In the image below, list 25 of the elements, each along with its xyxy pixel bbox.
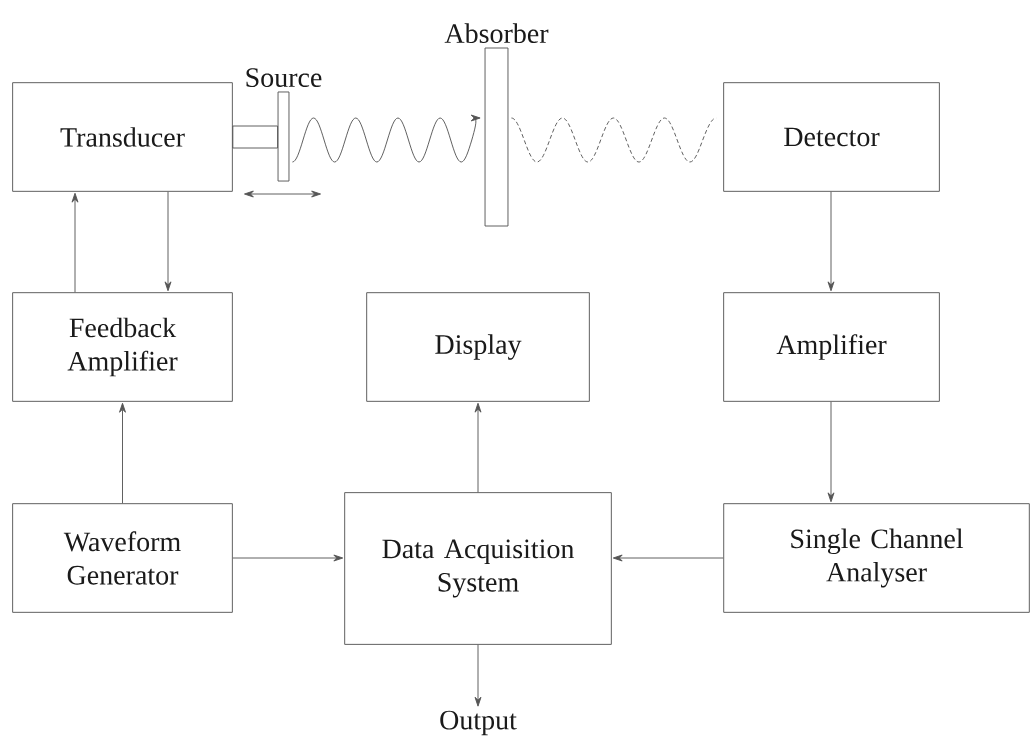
wave-line [510, 117, 717, 163]
wave-arrow [291, 114, 481, 163]
process-box: Detector [723, 82, 940, 192]
arrow [71, 192, 79, 293]
arrow [232, 554, 344, 562]
arrow [474, 644, 482, 707]
process-box: Transducer [12, 82, 233, 192]
arrow [827, 401, 835, 503]
output-label: Output [440, 710, 517, 736]
process-box: Data Acquisition System [344, 492, 612, 645]
absorber-plate: Absorber [444, 23, 549, 227]
process-box: Waveform Generator [12, 503, 233, 613]
rod [232, 125, 279, 149]
arrow [474, 402, 482, 493]
arrow [612, 554, 724, 562]
process-box: Feedback Amplifier [12, 292, 233, 402]
process-box: Display [366, 292, 590, 402]
source-plate: Source [246, 68, 322, 182]
node-label: Source [246, 68, 322, 88]
arrow [119, 402, 126, 504]
node-label: Absorber [444, 23, 549, 44]
process-box: Amplifier [723, 292, 940, 402]
process-box: Single Channel Analyser [723, 503, 1030, 613]
arrow [164, 191, 172, 292]
arrow [827, 191, 835, 292]
